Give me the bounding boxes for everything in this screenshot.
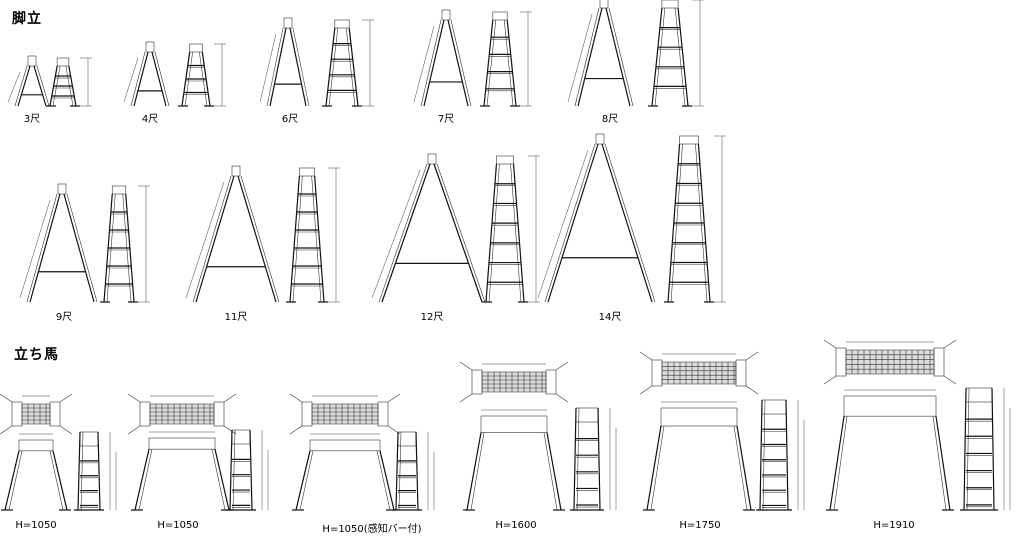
ladder-caption-8: 8尺 xyxy=(601,114,619,125)
platform-1600-drawing xyxy=(459,361,617,511)
ladder-caption-12: 12尺 xyxy=(420,312,444,323)
ladder-12-drawing xyxy=(371,153,540,303)
ladder-caption-4: 4尺 xyxy=(141,114,159,125)
ladder-section-title: 脚立 xyxy=(12,11,42,27)
ladder-11-drawing xyxy=(185,165,340,303)
ladder-caption-3: 3尺 xyxy=(23,114,41,125)
platform-1050-b-drawing xyxy=(127,393,269,511)
ladder-4-drawing xyxy=(123,41,226,107)
ladder-7-drawing xyxy=(413,9,532,107)
platform-1050-a-drawing xyxy=(0,393,117,511)
platform-1910-drawing xyxy=(823,339,1011,511)
ladder-caption-6: 6尺 xyxy=(281,114,299,125)
ladder-caption-9: 9尺 xyxy=(55,312,73,323)
ladder-caption-7: 7尺 xyxy=(437,114,455,125)
ladder-14-drawing xyxy=(537,133,726,303)
ladder-caption-14: 14尺 xyxy=(598,312,622,323)
platform-1750-drawing xyxy=(639,351,805,511)
ladder-8-drawing xyxy=(567,0,704,107)
platform-1050-sensor-drawing xyxy=(289,393,435,511)
platform-caption-1050-sensor: H=1050(感知バー付) xyxy=(322,524,422,535)
ladder-9-drawing xyxy=(19,183,150,303)
ladder-6-drawing xyxy=(259,17,374,107)
ladder-caption-11: 11尺 xyxy=(224,312,248,323)
platform-caption-1750: H=1750 xyxy=(679,520,721,531)
ladder-3-drawing xyxy=(7,55,92,107)
platform-caption-1600: H=1600 xyxy=(495,520,537,531)
platform-caption-1050-a: H=1050 xyxy=(15,520,57,531)
platform-caption-1050-b: H=1050 xyxy=(157,520,199,531)
platform-caption-1910: H=1910 xyxy=(873,520,915,531)
platform-section-title: 立ち馬 xyxy=(14,347,59,363)
